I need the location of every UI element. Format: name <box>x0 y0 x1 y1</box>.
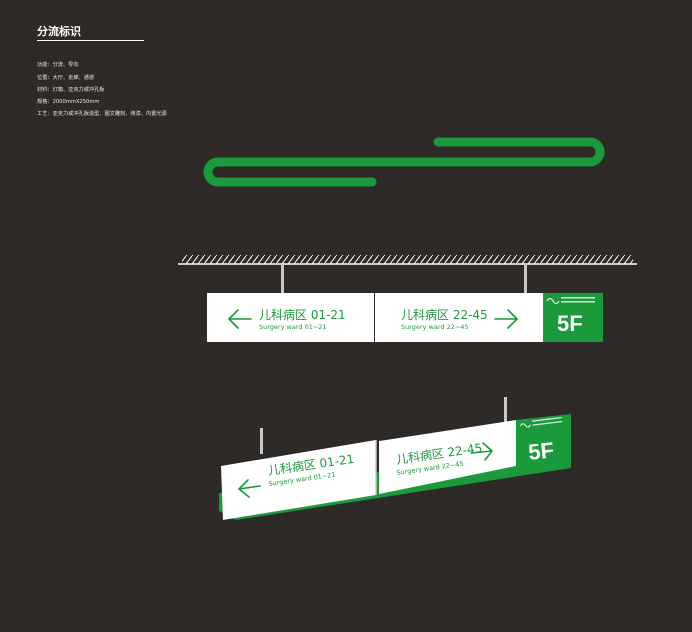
3d-arrow-left-icon <box>238 479 261 498</box>
3d-sign-floor-face <box>516 414 571 472</box>
3d-sign-face-right <box>379 420 516 494</box>
spec-size: 规格：2000mmX250mm <box>37 99 100 105</box>
left-ward-label: 儿科病区 01-21 <box>259 308 346 322</box>
arrow-left-icon <box>228 309 252 329</box>
page-title: 分流标识 <box>37 25 81 38</box>
hanging-rod-left <box>281 264 284 293</box>
floor-number: 5F <box>557 311 583 336</box>
spec-material: 材料：灯箱、亚克力或冲孔板 <box>37 87 105 93</box>
spec-process: 工艺：亚克力或冲孔板造型、图文雕刻、烤漆、内置光源 <box>37 111 167 117</box>
3d-hanging-rod-right <box>504 397 507 422</box>
ceiling-hatch <box>182 255 633 264</box>
arrow-right-icon <box>494 309 518 329</box>
flat-sign-panel-left <box>207 293 374 342</box>
title-underline <box>37 40 144 41</box>
right-ward-english: Surgery ward 22~45 <box>401 323 469 331</box>
left-ward-english: Surgery ward 01~21 <box>259 323 327 331</box>
3d-arrow-right-icon <box>470 442 493 461</box>
3d-sign-face-left <box>221 440 376 520</box>
spec-location: 位置：大厅、走廊、通道 <box>37 75 95 81</box>
3d-hospital-logo <box>520 416 563 428</box>
right-ward-label: 儿科病区 22-45 <box>401 308 488 322</box>
hanging-rod-right <box>524 264 527 293</box>
hospital-logo <box>546 297 595 304</box>
spec-function: 功能：分流、导向 <box>37 62 79 68</box>
green-wave-decoration <box>203 137 605 187</box>
3d-hanging-rod-left <box>260 428 263 454</box>
3d-floor-number: 5F <box>527 437 556 465</box>
